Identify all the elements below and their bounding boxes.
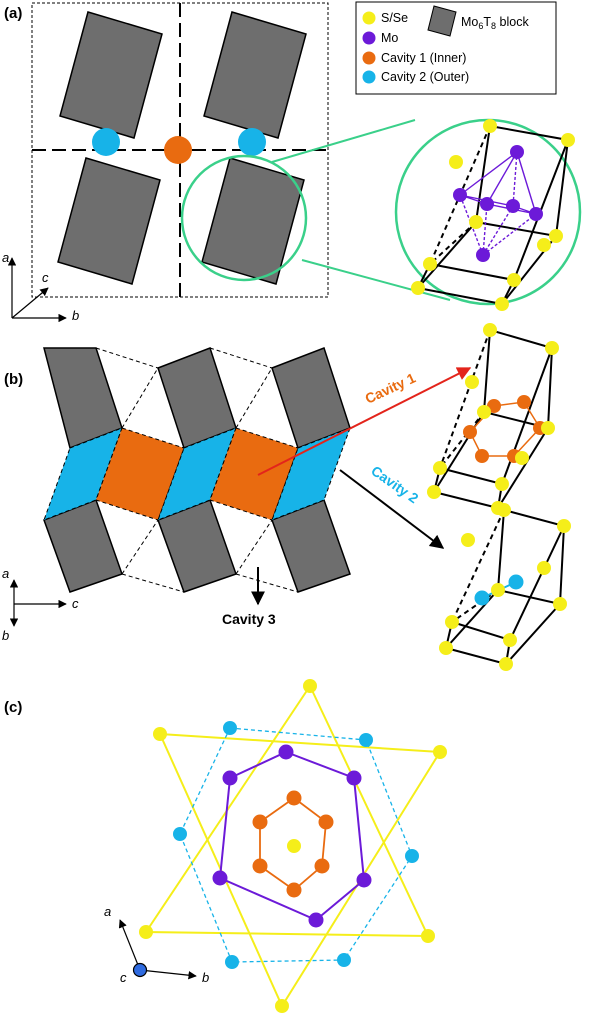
mo6t8-block-top-left — [59, 11, 163, 139]
axis-b-panel-b-label: b — [2, 628, 9, 643]
legend-swatch-s-se — [362, 11, 376, 25]
legend-label-mo: Mo — [381, 31, 398, 45]
axis-a-label: a — [2, 250, 9, 265]
panel-a: (a) — [2, 2, 582, 323]
cavity2-atoms — [173, 721, 419, 969]
legend-swatch-mo — [362, 31, 376, 45]
cavity2-arrow — [339, 469, 445, 549]
axis-c-panel-c-label: c — [120, 970, 127, 985]
chain-blocks-bottom — [43, 499, 351, 593]
cavity1-atoms — [252, 790, 334, 898]
axis-b-panel-a-label: a — [2, 566, 9, 581]
s-se-triangle-up — [144, 683, 430, 938]
chain-blocks-top — [43, 347, 351, 450]
cavity2-region-2 — [157, 427, 237, 521]
zoom-circle-small — [180, 154, 308, 282]
panel-a-label: (a) — [4, 5, 22, 22]
cavity1-arrow — [257, 367, 472, 476]
cavity3-callout-label: Cavity 3 — [222, 611, 276, 627]
legend-label-block: Mo6T8 block — [461, 15, 529, 31]
s-se-atoms — [139, 679, 447, 1013]
cavity2-region-3 — [271, 427, 351, 521]
cavity2-site-right — [238, 128, 266, 156]
axis-c-label: c — [42, 270, 49, 285]
mo6t8-block-top-right — [203, 11, 307, 139]
mo6t8-block-bottom-left — [57, 157, 161, 285]
axes-a: a b c — [2, 250, 79, 323]
cavity1-site-center — [164, 136, 192, 164]
cavity1-callout-label: Cavity 1 — [363, 369, 419, 406]
legend: S/Se Mo Cavity 1 (Inner) Cavity 2 (Outer… — [355, 1, 557, 95]
panel-c: (c) a b c — [4, 679, 447, 1013]
legend-swatch-block — [427, 5, 457, 37]
panel-b-label: (b) — [4, 371, 23, 388]
zoom-connector-top — [271, 119, 416, 163]
cavity2-site-left — [92, 128, 120, 156]
zoom-connector-bottom — [301, 259, 451, 301]
legend-box — [355, 1, 557, 95]
legend-label-cavity1: Cavity 1 (Inner) — [381, 51, 466, 65]
axis-c-panel-b-label: b — [202, 970, 209, 985]
legend-swatch-cavity2 — [362, 70, 376, 84]
cavity2-cell — [439, 503, 571, 671]
cavity2-region-1 — [43, 427, 123, 521]
axes-b: a b c — [2, 566, 79, 643]
mo-atoms — [212, 744, 372, 928]
axis-b-panel-c-label: c — [72, 596, 79, 611]
cavity2-callout-label: Cavity 2 — [368, 462, 421, 506]
panel-b: (b) Cavity 1 Cavity — [2, 323, 571, 671]
legend-label-s-se: S/Se — [381, 11, 408, 25]
cavity1-cell — [427, 323, 559, 515]
mo6t8-block-bottom-right — [201, 157, 305, 285]
axis-c-out-of-plane-icon — [132, 962, 148, 978]
cavity3-dashed-outlines — [95, 347, 299, 593]
mo6t8-cluster-detail — [411, 119, 575, 311]
legend-swatch-cavity1 — [362, 51, 376, 65]
axis-b-label: b — [72, 308, 79, 323]
s-se-triangle-down — [158, 732, 442, 1009]
axis-c-panel-a-label: a — [104, 904, 111, 919]
axes-c: a b c — [104, 904, 209, 985]
legend-label-cavity2: Cavity 2 (Outer) — [381, 70, 469, 84]
panel-c-label: (c) — [4, 699, 22, 716]
